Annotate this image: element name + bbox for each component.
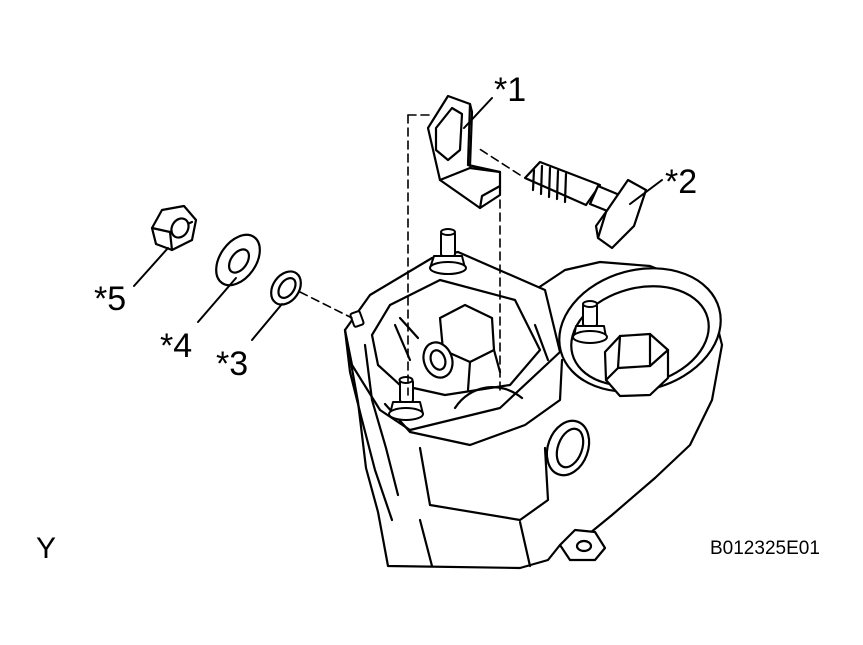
stud-bolt-left [388,376,424,421]
alignment-lines [299,114,521,396]
callout-part-2: *2 [665,163,697,201]
housing-lower-step [418,446,550,522]
stud-bolt-side-small [349,310,365,328]
part-5-hex-nut [150,204,198,252]
housing-side-line [343,328,394,522]
leader-lines [133,97,663,341]
callout-part-5: *5 [94,280,126,318]
housing-ledge [383,358,564,447]
part-4-plain-washer [215,233,261,287]
stud-bolt-top [429,228,467,275]
part-3-spring-washer [270,270,302,306]
housing [343,250,724,570]
stud-bolt-right [572,300,608,344]
housing-square-cap [603,332,670,398]
part-2-bolt [523,160,648,250]
callout-part-4: *4 [160,327,192,365]
housing-side-port-inner [555,427,585,469]
view-letter: Y [36,532,57,565]
housing-side-line-2 [363,343,400,497]
part-1-bracket [426,94,502,210]
callout-part-1: *1 [494,71,526,109]
housing-cavity-arc [453,386,524,410]
figure-code: B012325E01 [710,538,820,559]
stud-bolts [349,228,608,421]
callout-part-3: *3 [216,345,248,383]
